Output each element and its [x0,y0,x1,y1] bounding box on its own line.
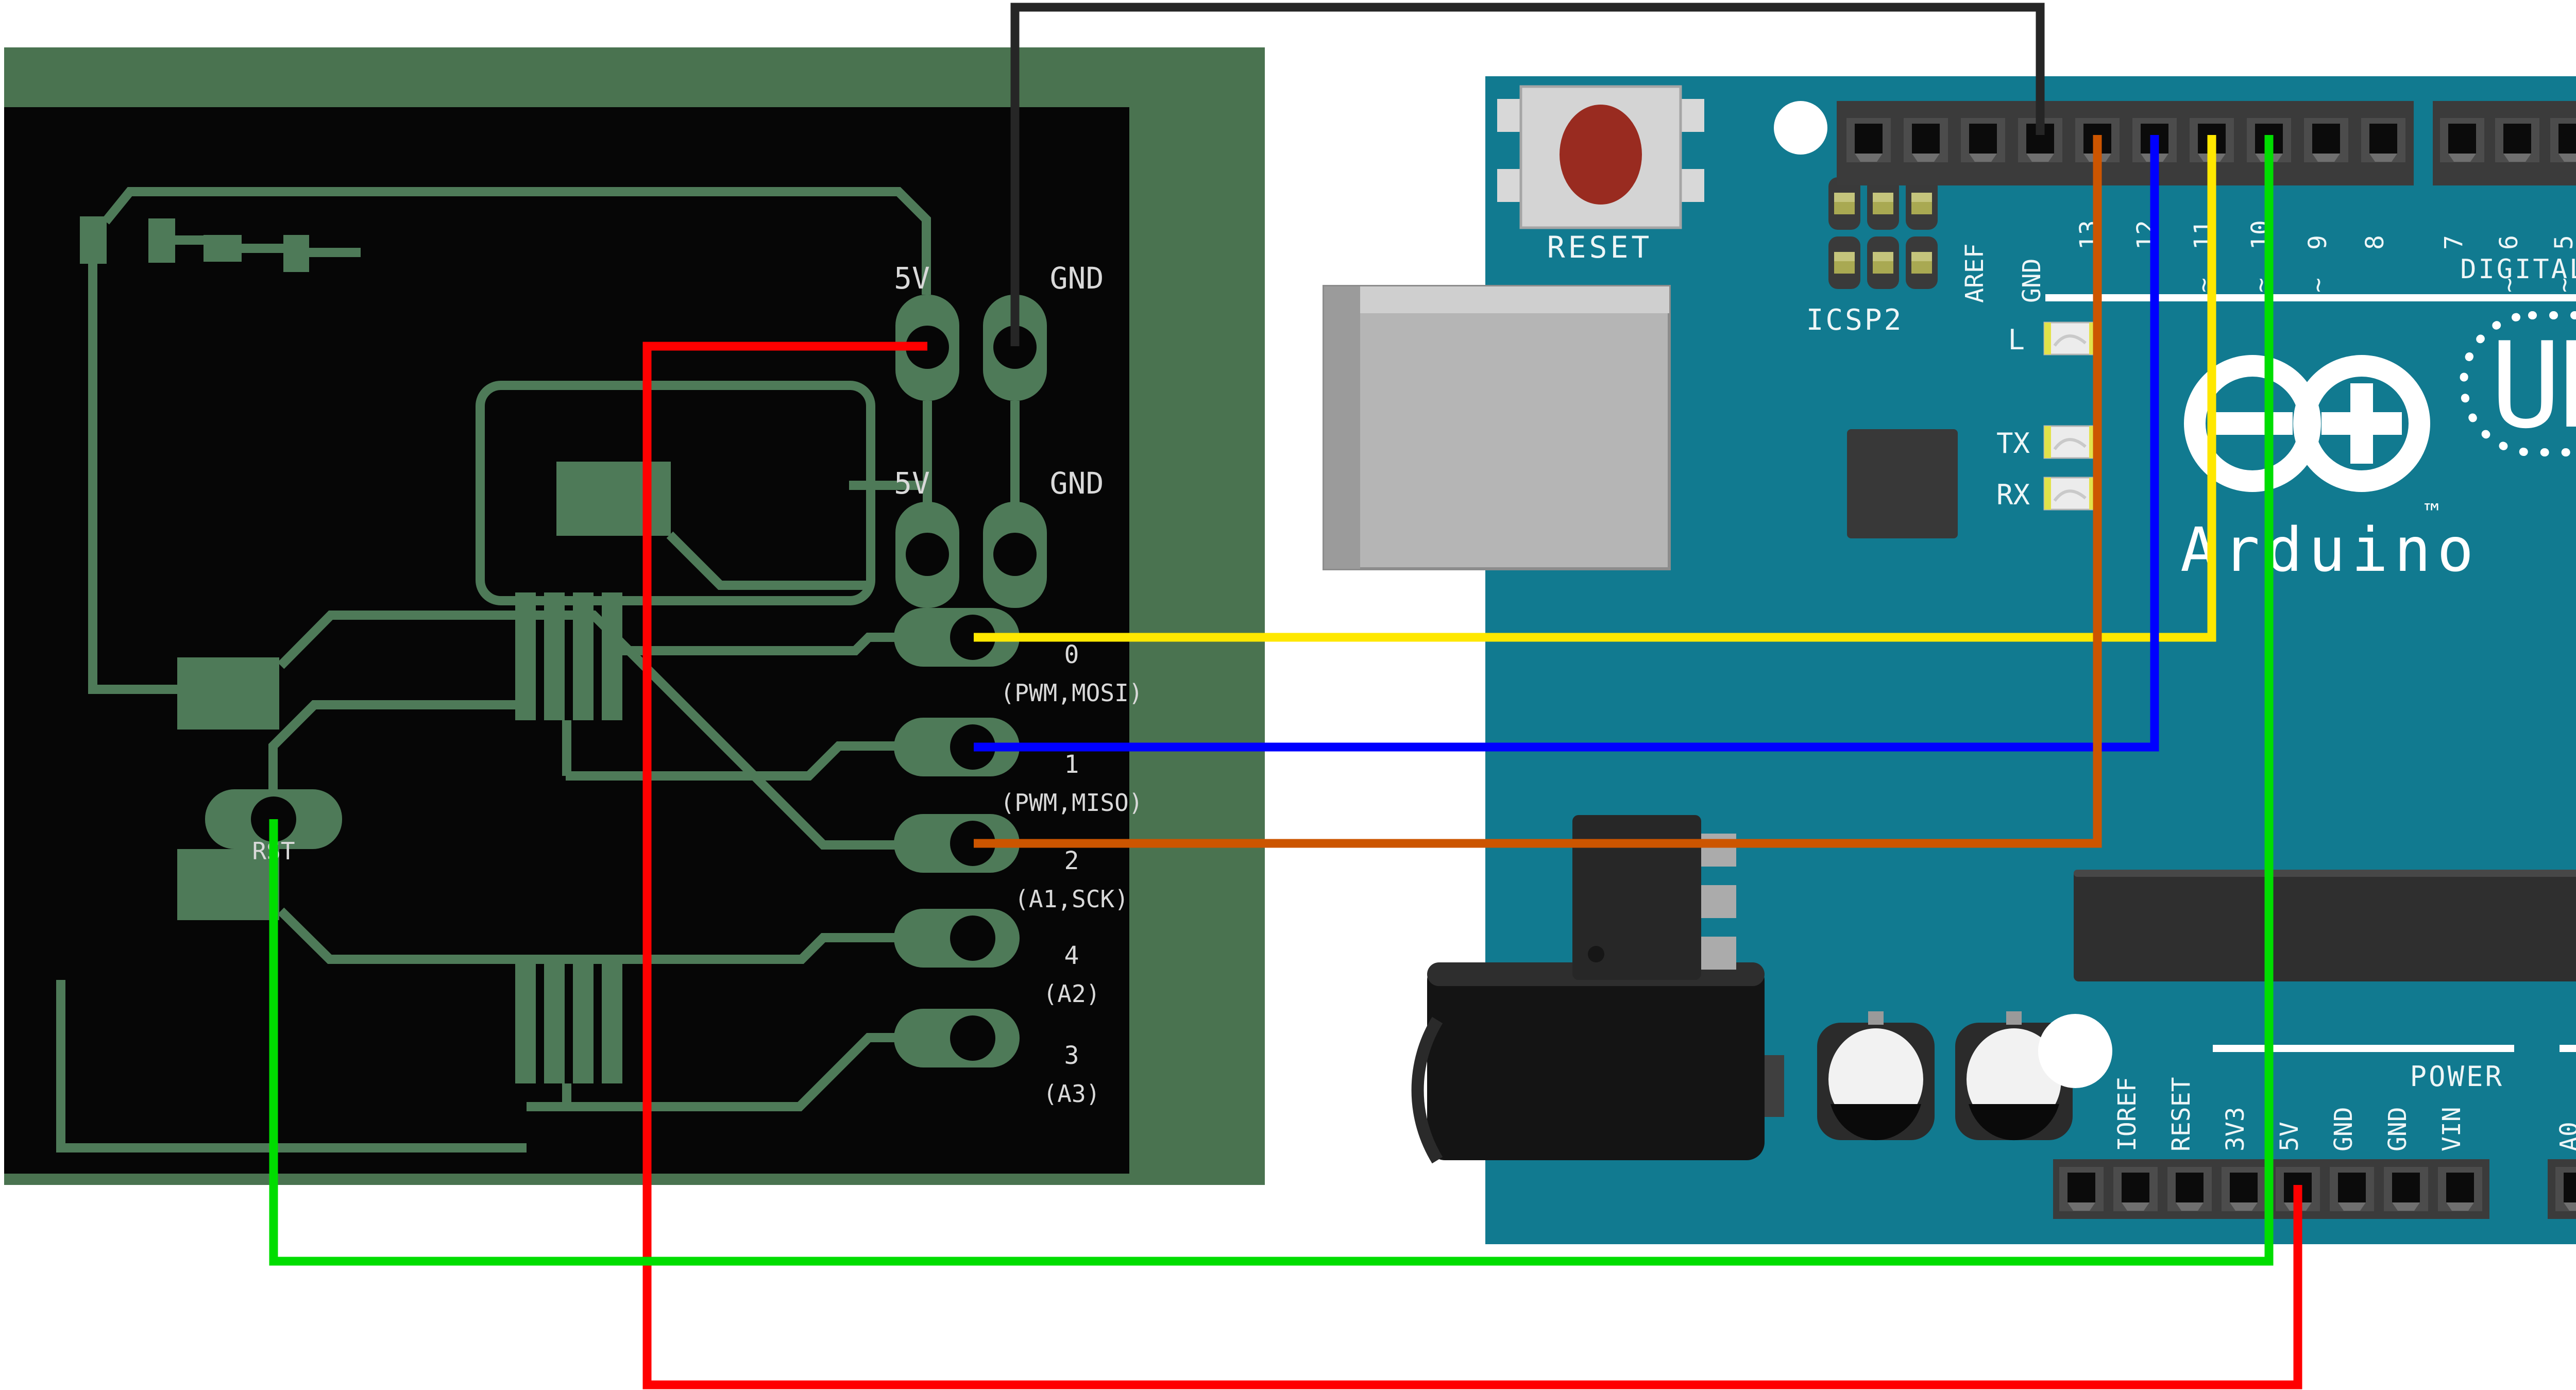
mcu-dip-socket [2074,870,2576,981]
wires[interactable] [269,3,2302,1389]
brand-tm: ™ [2425,499,2439,528]
pcb-traces [56,187,1020,1152]
pin-label-ioref: IOREF [2113,1077,2142,1152]
voltage-regulator [1572,815,1736,980]
pad-holes [251,326,1037,1061]
led-l [2044,323,2096,354]
mounting-holes [1774,101,2112,1088]
pin-label-reset: RESET [2167,1077,2196,1152]
led-tx-label: TX [1996,427,2030,460]
usb-connector [1323,285,1671,570]
pin-label-vin: VIN [2437,1107,2466,1151]
pcb-through-hole-pads[interactable] [205,295,1047,1067]
pin-label-gnd: GND [2018,258,2046,303]
pcb-labels: 5V GND 5V GND 0 (PWM,MOSI) 1 (PWM,MISO) … [252,261,1143,1108]
analog-bracket-line [2560,1045,2576,1052]
pad3-fn: (A3) [1043,1080,1100,1108]
pin-label-5v: 5V [2275,1122,2304,1151]
brand-text: Arduino [2180,514,2480,585]
pin-label-6: 6 [2495,235,2523,250]
pin-label-8: 8 [2361,235,2389,250]
analog-header[interactable] [2548,1159,2576,1219]
reset-button-cap [1560,105,1642,205]
pwm-tilde-6: ~ [2495,278,2523,293]
pwm-tilde-9: ~ [2303,278,2332,293]
label-5v-2: 5V [894,466,930,501]
pin-label-aref: AREF [1960,243,1989,303]
label-gnd-1: GND [1050,261,1104,296]
logo-minus-icon [2213,412,2293,435]
led-rx-label: RX [1996,479,2030,511]
pcb-smd-pads [80,216,671,1083]
pin-label-5: 5 [2550,235,2576,250]
pad1-num: 1 [1064,750,1079,779]
reset-label: RESET [1547,230,1653,265]
pad1-fn: (PWM,MISO) [1001,789,1143,817]
sck-wire[interactable] [974,135,2102,848]
led-rx [2044,478,2096,510]
arduino-uno[interactable]: RESET ICSP2 AREF GND 13 12 11 [1323,76,2576,1244]
uno-badge: UNO [2460,311,2576,456]
pin-label-gnd-2: GND [2383,1107,2412,1151]
pad2-num: 2 [1064,846,1079,875]
pin-label-3v3: 3V3 [2221,1107,2250,1151]
pad2-fn: (A1,SCK) [1014,885,1129,913]
model-text: UNO [2490,317,2576,455]
capacitor-1 [1817,1011,1935,1141]
5v-wire[interactable] [642,342,2302,1389]
power-bracket-line [2213,1045,2514,1052]
barrel-jack [1411,962,1784,1164]
custom-pcb[interactable]: 5V GND 5V GND 0 (PWM,MOSI) 1 (PWM,MISO) … [4,47,1265,1185]
arduino-logo [2184,355,2430,492]
digital-header-left[interactable] [1837,101,2414,185]
power-pin-labels: IOREF RESET 3V3 5V GND GND VIN [2113,1077,2466,1152]
pin-label-a0: A0 [2555,1122,2576,1151]
pin-label-gnd-1: GND [2329,1107,2358,1151]
pwm-tilde-5: ~ [2550,278,2576,293]
reset-button[interactable] [1497,85,1704,229]
mosi-wire[interactable] [974,135,2216,642]
pin-label-7: 7 [2439,235,2468,250]
digital-bracket-line [2045,294,2576,301]
pad4-num: 4 [1064,941,1079,970]
power-caption: POWER [2410,1060,2504,1093]
led-l-label: L [2008,324,2025,356]
miso-wire[interactable] [974,135,2159,752]
icsp2-label: ICSP2 [1806,303,1904,337]
rst-wire[interactable] [269,135,2274,1266]
pin-label-9: 9 [2303,235,2332,250]
digital-header-right[interactable] [2433,101,2576,185]
label-5v-1: 5V [894,261,930,296]
gnd-wire[interactable] [1010,3,2045,346]
analog-pin-labels: A0 A1 A2 A3 A4 A5 [2555,1122,2576,1151]
pad0-fn: (PWM,MOSI) [1001,679,1143,707]
usb-bridge-chip [1847,429,1958,538]
label-gnd-2: GND [1050,466,1104,501]
digital-caption: DIGITAL (PWM=~) [2460,254,2576,285]
pad0-num: 0 [1064,640,1079,669]
led-tx [2044,426,2096,458]
pad3-num: 3 [1064,1041,1079,1070]
pad4-fn: (A2) [1043,980,1100,1008]
